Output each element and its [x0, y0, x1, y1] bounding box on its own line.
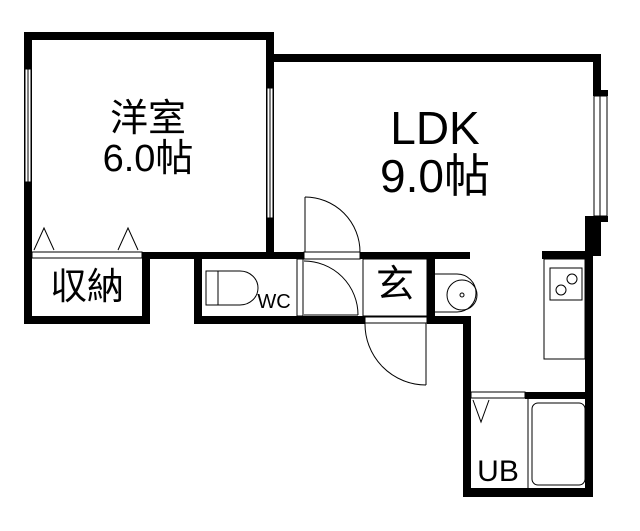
entrance-door: [362, 258, 428, 386]
ldk-label: LDK 9.0帖: [360, 104, 510, 201]
ldk-name: LDK: [390, 102, 480, 154]
kitchen: [543, 258, 586, 360]
door-wc: [296, 258, 359, 317]
western-room-size: 6.0帖: [102, 137, 194, 180]
storage-label: 収納: [50, 266, 124, 307]
door-ldk: [303, 196, 361, 260]
unit-bath-fixtures: [470, 391, 586, 488]
toilet-fixture: [205, 270, 259, 306]
western-room-label: 洋室 6.0帖: [78, 98, 218, 180]
western-room-name: 洋室: [109, 98, 186, 140]
toilet-label: WC: [257, 291, 291, 313]
closet-doors: [31, 226, 143, 259]
unit-bath-label: UB: [477, 455, 519, 488]
windows: [24, 68, 608, 219]
ldk-size: 9.0帖: [380, 150, 490, 203]
entrance-label: 玄: [375, 264, 414, 306]
wash-basin: [435, 273, 478, 313]
